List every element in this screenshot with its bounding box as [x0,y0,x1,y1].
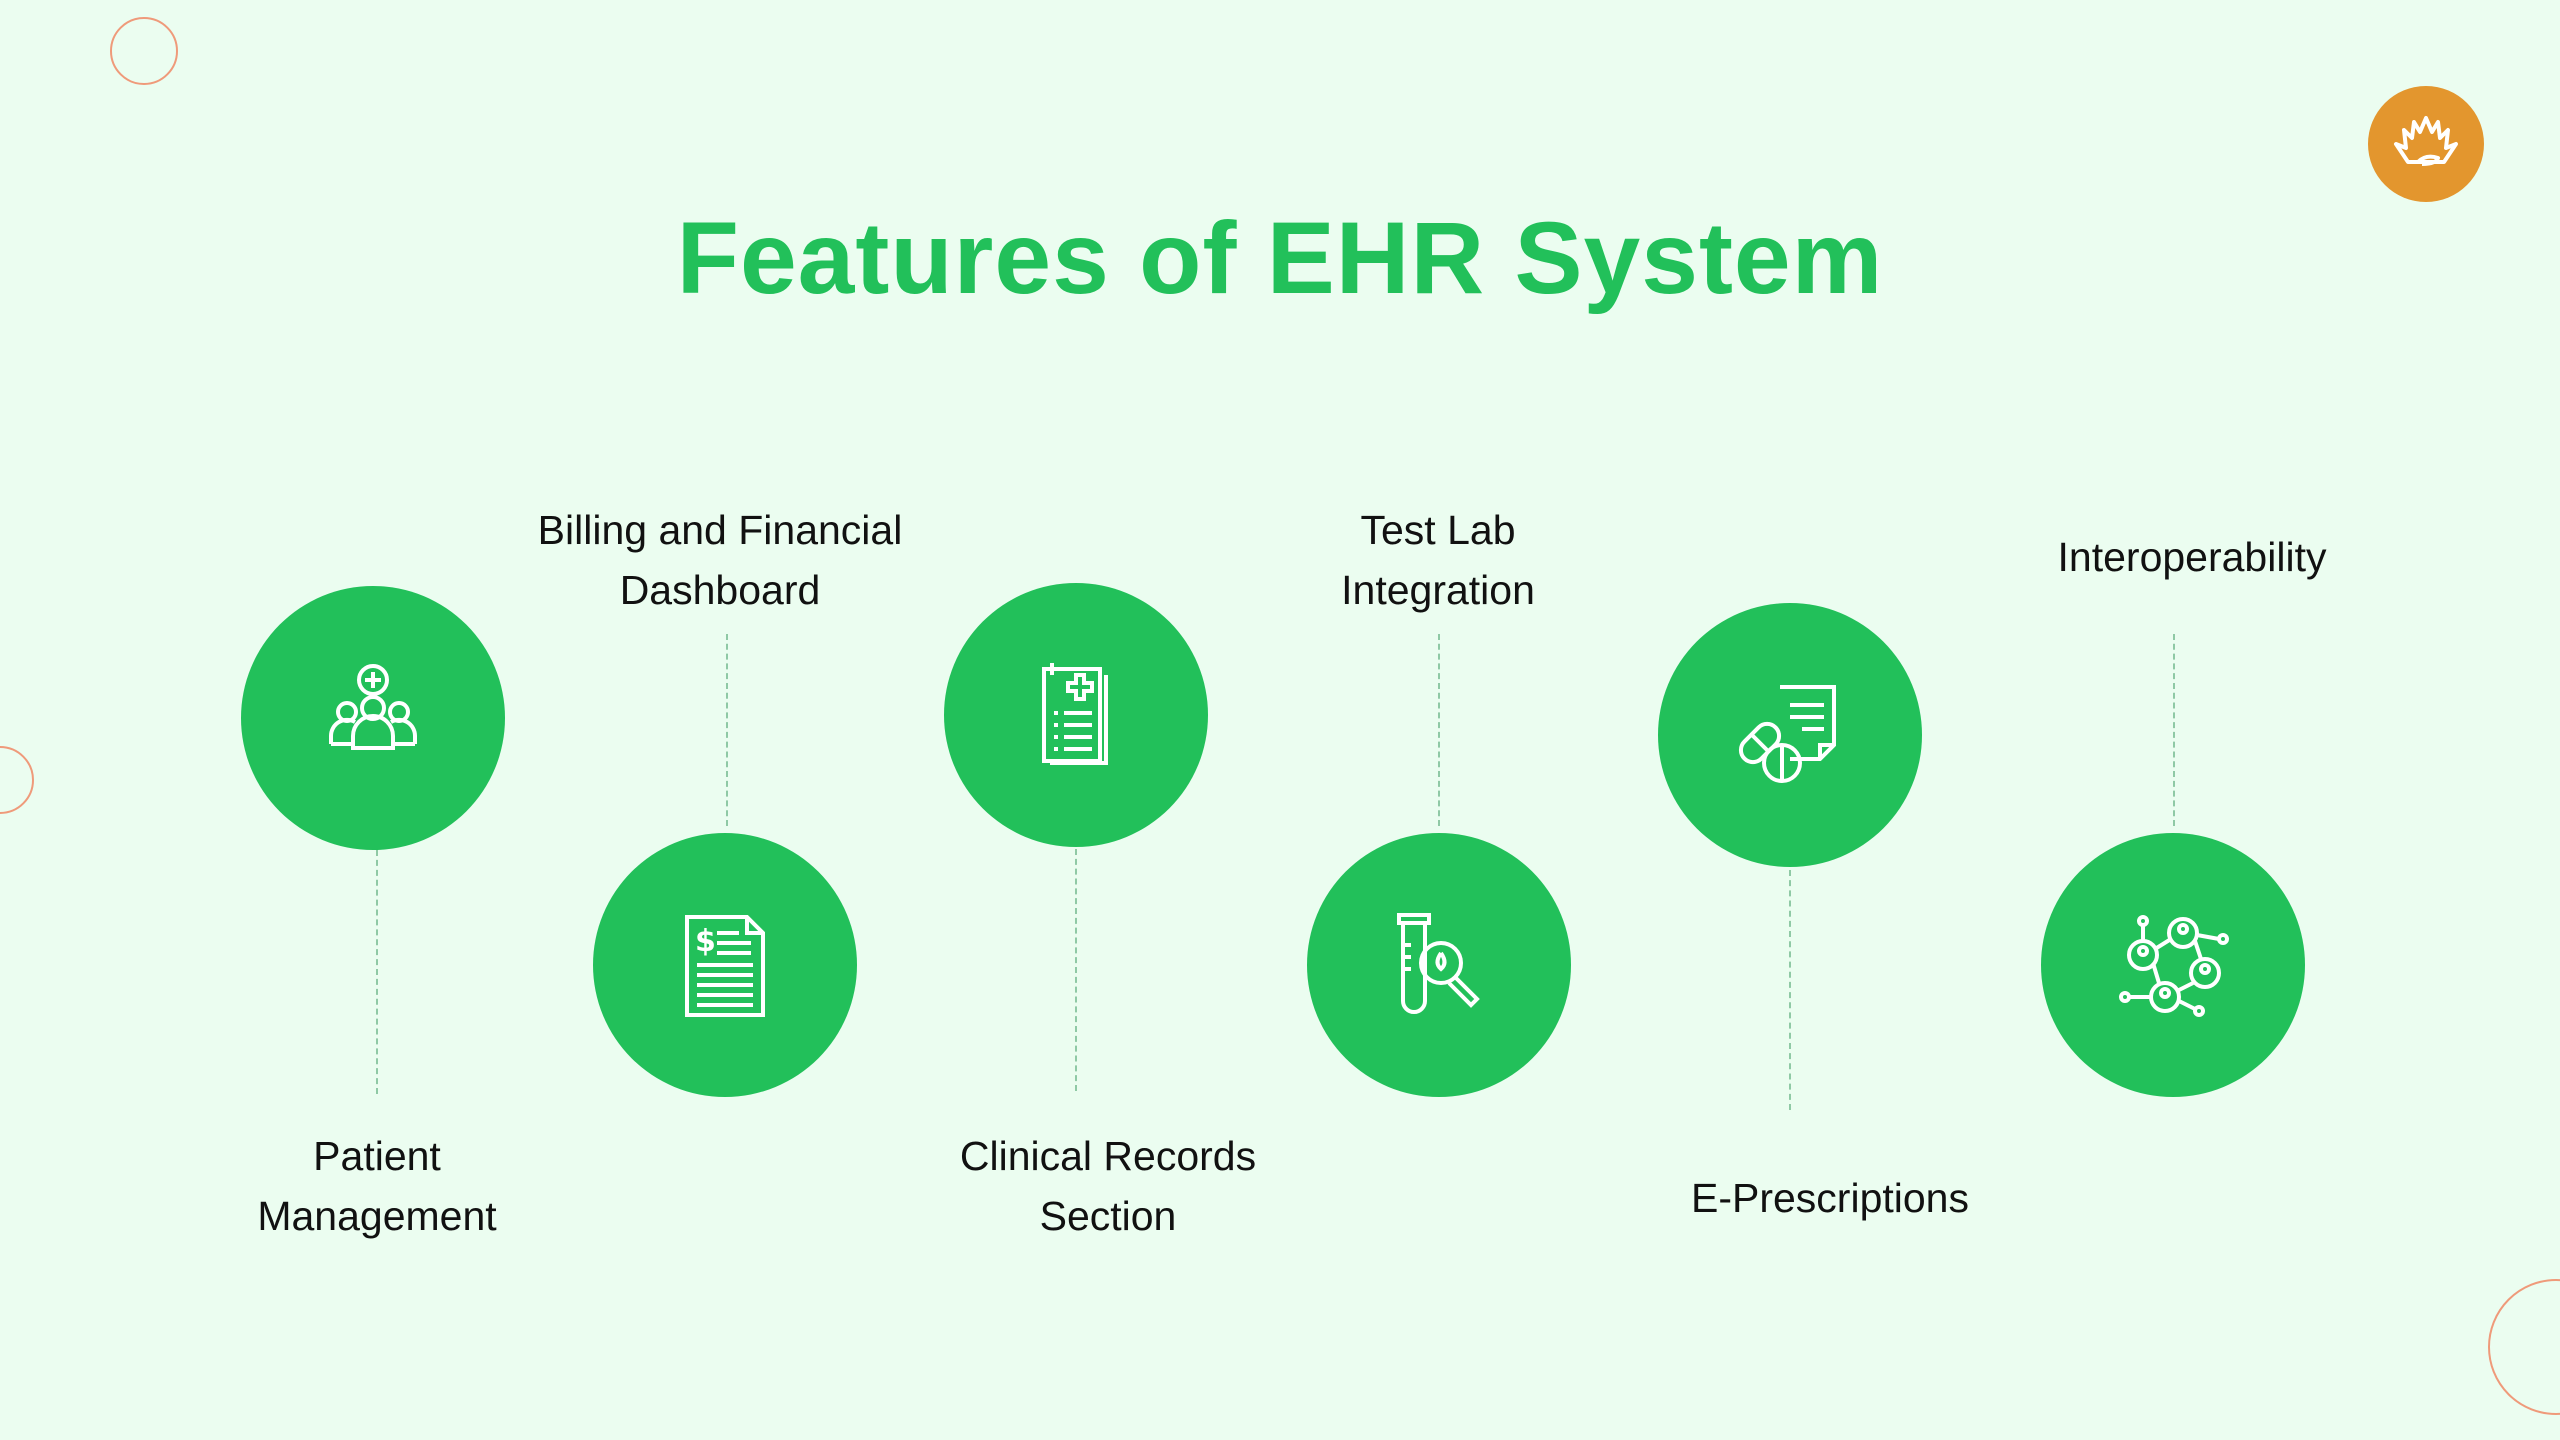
lotus-logo-icon [2368,86,2484,202]
network-icon [2119,915,2229,1017]
feature-label-clinical-records: Clinical Records Section [858,1126,1358,1246]
patient-group-icon [328,664,418,750]
feature-label-patient-management: Patient Management [127,1126,627,1246]
label-line: Dashboard [619,567,821,613]
medical-record-icon [1042,663,1108,765]
feature-label-billing: Billing and Financial Dashboard [470,500,970,620]
feature-label-e-prescriptions: E-Prescriptions [1580,1168,2080,1228]
connector-line [1075,849,1077,1091]
feature-label-test-lab: Test Lab Integration [1188,500,1688,620]
feature-label-interoperability: Interoperability [1942,527,2442,587]
billing-circle: $ [593,833,857,1097]
test-lab-circle [1307,833,1571,1097]
label-line: E-Prescriptions [1691,1175,1969,1221]
svg-text:$: $ [695,924,716,959]
decorative-ring [110,17,178,85]
connector-line [726,634,728,826]
label-line: Section [1039,1193,1177,1239]
connector-line [2173,634,2175,826]
billing-document-icon: $ [685,915,765,1017]
interoperability-circle [2041,833,2305,1097]
patient-management-circle [241,586,505,850]
label-line: Test Lab [1360,507,1516,553]
page-title: Features of EHR System [676,201,1884,315]
e-prescriptions-circle [1658,603,1922,867]
clinical-records-circle [944,583,1208,847]
label-line: Billing and Financial [537,507,903,553]
label-line: Clinical Records [959,1133,1257,1179]
prescription-icon [1738,685,1836,783]
label-line: Interoperability [2057,534,2327,580]
connector-line [1438,634,1440,826]
label-line: Patient [313,1133,441,1179]
connector-line [376,850,378,1094]
connector-line [1789,870,1791,1110]
label-line: Integration [1341,567,1535,613]
lab-test-icon [1397,913,1480,1014]
label-line: Management [257,1193,497,1239]
decorative-ring [0,746,34,814]
decorative-ring [2488,1279,2560,1415]
